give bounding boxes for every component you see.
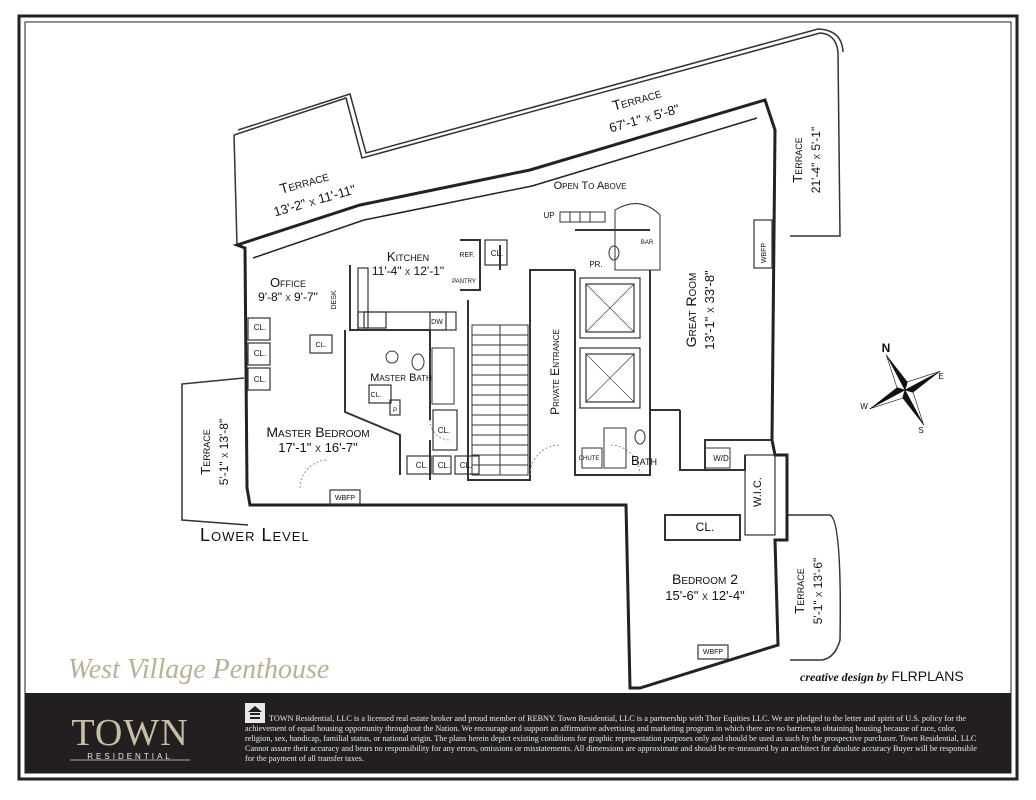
closets bbox=[247, 219, 776, 660]
compass-rose bbox=[869, 354, 941, 426]
credit-line: creative design by FLRPLANS bbox=[800, 668, 964, 685]
compass-east-label: E bbox=[938, 372, 943, 381]
bath-name: Bath bbox=[631, 453, 657, 468]
terrace-west-name: Terrace bbox=[198, 429, 213, 474]
equal-housing-icon bbox=[245, 703, 265, 723]
terrace-right-dim: 21'-4" x 5'-1" bbox=[809, 127, 823, 193]
office-dim: 9'-8" x 9'-7" bbox=[258, 290, 318, 304]
master-bedroom-name: Master Bedroom bbox=[266, 424, 369, 440]
terrace-east-name: Terrace bbox=[792, 568, 807, 613]
closet-bath-label: CL. bbox=[371, 392, 382, 399]
property-title: West Village Penthouse bbox=[68, 654, 330, 685]
terrace-railings bbox=[181, 28, 844, 661]
interior-walls bbox=[344, 229, 772, 541]
closet-hall-label: CL. bbox=[316, 342, 327, 349]
bedroom2-dim: 15'-6" x 12'-4" bbox=[665, 588, 745, 603]
dishwasher-label: DW bbox=[431, 319, 443, 326]
p-label: P bbox=[393, 408, 397, 414]
office-name: Office bbox=[270, 275, 306, 290]
private-entrance-label-group: Private Entrance bbox=[548, 329, 562, 415]
closet-mb-1-label: CL. bbox=[416, 461, 428, 470]
closet-mb-2-label: CL. bbox=[438, 461, 450, 470]
wbfp-master-label: WBFP bbox=[335, 495, 356, 502]
compass-south-label: S bbox=[918, 426, 923, 435]
stair bbox=[471, 211, 606, 476]
closet-bedroom2-label: CL. bbox=[696, 520, 715, 534]
wbfp-great-room-group: WBFP bbox=[761, 243, 768, 264]
terrace-east-dim: 5'-1" x 13'-6" bbox=[811, 558, 825, 624]
terrace-east-label-group: Terrace 5'-1" x 13'-6" bbox=[792, 558, 825, 624]
ref-label: REF. bbox=[459, 252, 474, 259]
master-bath-name: Master Bath bbox=[370, 372, 432, 384]
terrace-right-label-group: Terrace 21'-4" x 5'-1" bbox=[790, 127, 823, 193]
brand-sub: RESIDENTIAL bbox=[87, 752, 173, 761]
open-to-above-label: Open To Above bbox=[554, 180, 627, 192]
wic-label-group: W.I.C. bbox=[752, 477, 764, 507]
closet-stair-label: CL. bbox=[438, 426, 450, 435]
great-room-label-group: Great Room 13'-1" x 33'-8" bbox=[683, 270, 717, 350]
level-label: Lower Level bbox=[200, 525, 310, 545]
exterior-walls bbox=[232, 98, 789, 690]
closet-office-1-label: CL. bbox=[254, 323, 266, 332]
kitchen-dim: 11'-4" x 12'-1" bbox=[372, 264, 444, 278]
compass-north-label: N bbox=[882, 341, 891, 355]
closet-office-2-label: CL. bbox=[254, 349, 266, 358]
up-label: UP bbox=[543, 211, 554, 220]
credit-prefix: creative design by bbox=[800, 670, 888, 684]
great-room-name: Great Room bbox=[683, 273, 699, 348]
wbfp-great-room-label: WBFP bbox=[761, 243, 768, 264]
brand-name: TOWN bbox=[71, 712, 189, 754]
private-entrance-name: Private Entrance bbox=[548, 329, 562, 415]
closet-kitchen-label: CL. bbox=[491, 249, 503, 258]
pantry-label: PANTRY bbox=[452, 279, 476, 285]
elevators bbox=[579, 277, 641, 409]
terrace-right-name: Terrace bbox=[790, 137, 805, 182]
bedroom2-name: Bedroom 2 bbox=[672, 571, 738, 587]
wic-label: W.I.C. bbox=[752, 477, 764, 507]
door-swings bbox=[299, 419, 641, 489]
desk-label-group: DESK bbox=[331, 290, 338, 309]
closet-office-3-label: CL. bbox=[254, 375, 266, 384]
credit-brand: FLRPLANS bbox=[891, 668, 964, 684]
great-room-dim: 13'-1" x 33'-8" bbox=[702, 270, 717, 350]
disclaimer-text: TOWN Residential, LLC is a licensed real… bbox=[245, 714, 977, 763]
closet-mb-3-label: CL. bbox=[460, 461, 472, 470]
desk-label: DESK bbox=[331, 290, 338, 309]
chute-label: CHUTE bbox=[579, 456, 600, 462]
powder-room-label: PR. bbox=[589, 260, 602, 269]
compass-west-label: W bbox=[860, 402, 868, 411]
wbfp-bedroom2-label: WBFP bbox=[703, 649, 724, 656]
bar-label: BAR bbox=[641, 240, 654, 246]
kitchen-name: Kitchen bbox=[387, 249, 429, 264]
outer-frame bbox=[17, 14, 1019, 781]
fixtures bbox=[385, 203, 731, 469]
washer-dryer-label: W/D bbox=[713, 454, 729, 463]
terrace-west-dim: 5'-1" x 13'-8" bbox=[217, 419, 231, 485]
master-bedroom-dim: 17'-1" x 16'-7" bbox=[278, 440, 358, 455]
terrace-west-label-group: Terrace 5'-1" x 13'-8" bbox=[198, 419, 231, 485]
kitchen-counters bbox=[357, 267, 457, 331]
